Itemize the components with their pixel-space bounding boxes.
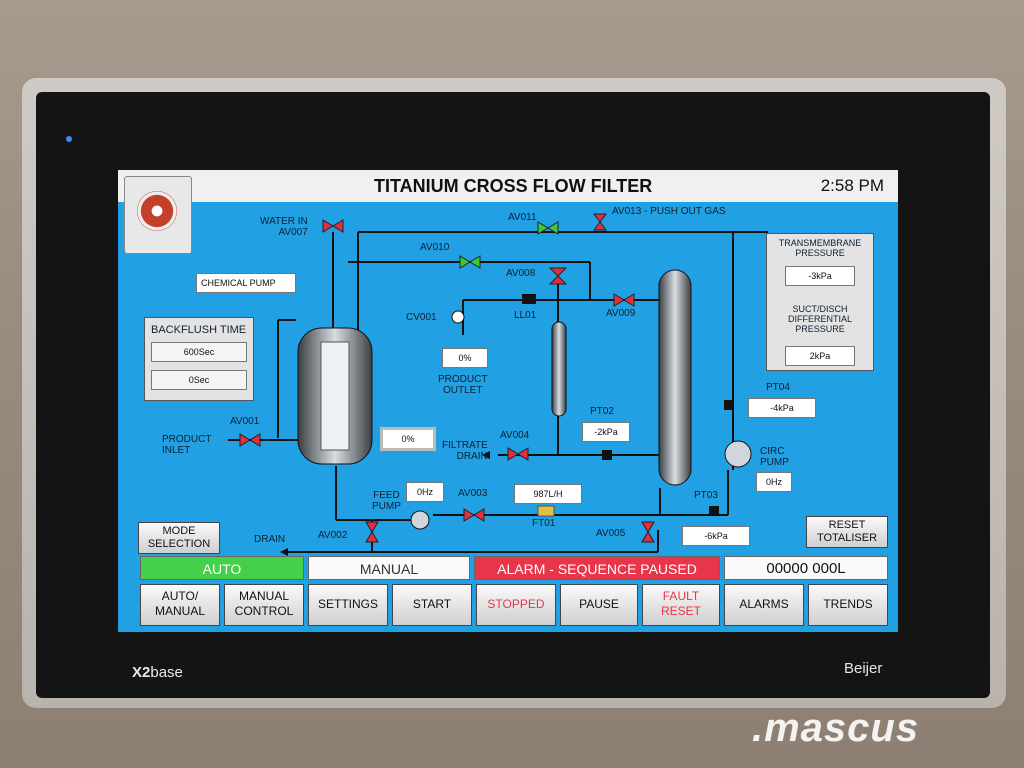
status-manual: MANUAL <box>308 556 470 580</box>
feed-pump-icon <box>410 510 430 530</box>
clock: 2:58 PM <box>820 176 884 195</box>
stopped-button[interactable]: STOPPED <box>476 584 556 626</box>
pressure-panel: TRANSMEMBRANE PRESSURE -3kPa SUCT/DISCH … <box>766 233 874 371</box>
chemical-pump-label: CHEMICAL PUMP <box>196 273 296 293</box>
page-title: TITANIUM CROSS FLOW FILTER <box>374 176 653 196</box>
backflush-title: BACKFLUSH TIME <box>151 324 247 336</box>
drain-label: DRAIN <box>254 534 286 545</box>
backflush-panel: BACKFLUSH TIME 600Sec 0Sec <box>144 317 254 401</box>
process-diagram <box>228 213 768 556</box>
reset-totaliser-button[interactable]: RESET TOTALISER <box>806 516 888 548</box>
av003-label: AV003 <box>458 488 488 499</box>
cv001-icon <box>451 310 465 324</box>
cv001-position[interactable]: 0% <box>442 348 488 368</box>
logo-icon <box>137 191 177 231</box>
trends-button[interactable]: TRENDS <box>808 584 888 626</box>
feed-pump-speed[interactable]: 0Hz <box>406 482 444 502</box>
fault-reset-button[interactable]: FAULT RESET <box>642 584 720 626</box>
av007-label: WATER IN AV007 <box>260 216 308 238</box>
product-inlet-label: PRODUCT INLET <box>162 434 212 456</box>
av009-label: AV009 <box>606 308 636 319</box>
circ-pump-icon <box>724 440 752 468</box>
alarm-banner: ALARM - SEQUENCE PAUSED <box>474 556 720 580</box>
pt04-label: PT04 <box>766 382 790 393</box>
manual-control-button[interactable]: MANUAL CONTROL <box>224 584 304 626</box>
alarms-button[interactable]: ALARMS <box>724 584 804 626</box>
ft01-flow: 987L/H <box>514 484 582 504</box>
av004-label: AV004 <box>500 430 530 441</box>
pt03-label: PT03 <box>694 490 718 501</box>
av010-label: AV010 <box>420 242 450 253</box>
pt02-value: -2kPa <box>582 422 630 442</box>
pause-button[interactable]: PAUSE <box>560 584 638 626</box>
hmi-screen: TITANIUM CROSS FLOW FILTER 2:58 PM <box>118 170 898 632</box>
av011-label: AV011 <box>508 212 537 223</box>
backflush-actual: 0Sec <box>151 370 247 390</box>
circ-pump-label: CIRC PUMP <box>760 446 789 468</box>
status-auto: AUTO <box>140 556 304 580</box>
av005-label: AV005 <box>596 528 626 539</box>
pt04-value: -4kPa <box>748 398 816 418</box>
av013-label: AV013 - PUSH OUT GAS <box>612 206 726 217</box>
settings-button[interactable]: SETTINGS <box>308 584 388 626</box>
home-logo-button[interactable] <box>124 176 192 254</box>
tmp-value: -3kPa <box>785 266 855 286</box>
mode-selection-button[interactable]: MODE SELECTION <box>138 522 220 554</box>
auto-manual-button[interactable]: AUTO/ MANUAL <box>140 584 220 626</box>
filtrate-vessel <box>551 321 567 417</box>
av008-label: AV008 <box>506 268 536 279</box>
title-bar: TITANIUM CROSS FLOW FILTER 2:58 PM <box>118 170 898 202</box>
product-outlet-label: PRODUCT OUTLET <box>438 374 488 396</box>
tmp-title: TRANSMEMBRANE PRESSURE <box>778 238 862 258</box>
av002-label: AV002 <box>318 530 348 541</box>
power-led <box>66 136 72 142</box>
suct-disch-title: SUCT/DISCH DIFFERENTIAL PRESSURE <box>787 304 852 334</box>
brand-x2base: X2base <box>132 664 183 681</box>
start-button[interactable]: START <box>392 584 472 626</box>
cv001-label: CV001 <box>406 312 437 323</box>
pt03-value: -6kPa <box>682 526 750 546</box>
suct-disch-value: 2kPa <box>785 346 855 366</box>
ft01-label: FT01 <box>532 518 556 529</box>
watermark: .mascus <box>752 706 920 750</box>
filter-vessel <box>658 269 692 486</box>
totaliser-display: 00000 000L <box>724 556 888 580</box>
tank-level: 0% <box>380 427 436 451</box>
feed-pump-label: FEED PUMP <box>372 490 401 512</box>
circ-pump-speed[interactable]: 0Hz <box>756 472 792 492</box>
brand-beijer: Beijer <box>844 660 883 677</box>
filtrate-drain-label: FILTRATE DRAIN <box>442 440 488 462</box>
av001-label: AV001 <box>230 416 260 427</box>
backflush-setpoint[interactable]: 600Sec <box>151 342 247 362</box>
ll01-label: LL01 <box>514 310 537 321</box>
pt02-label: PT02 <box>590 406 614 417</box>
